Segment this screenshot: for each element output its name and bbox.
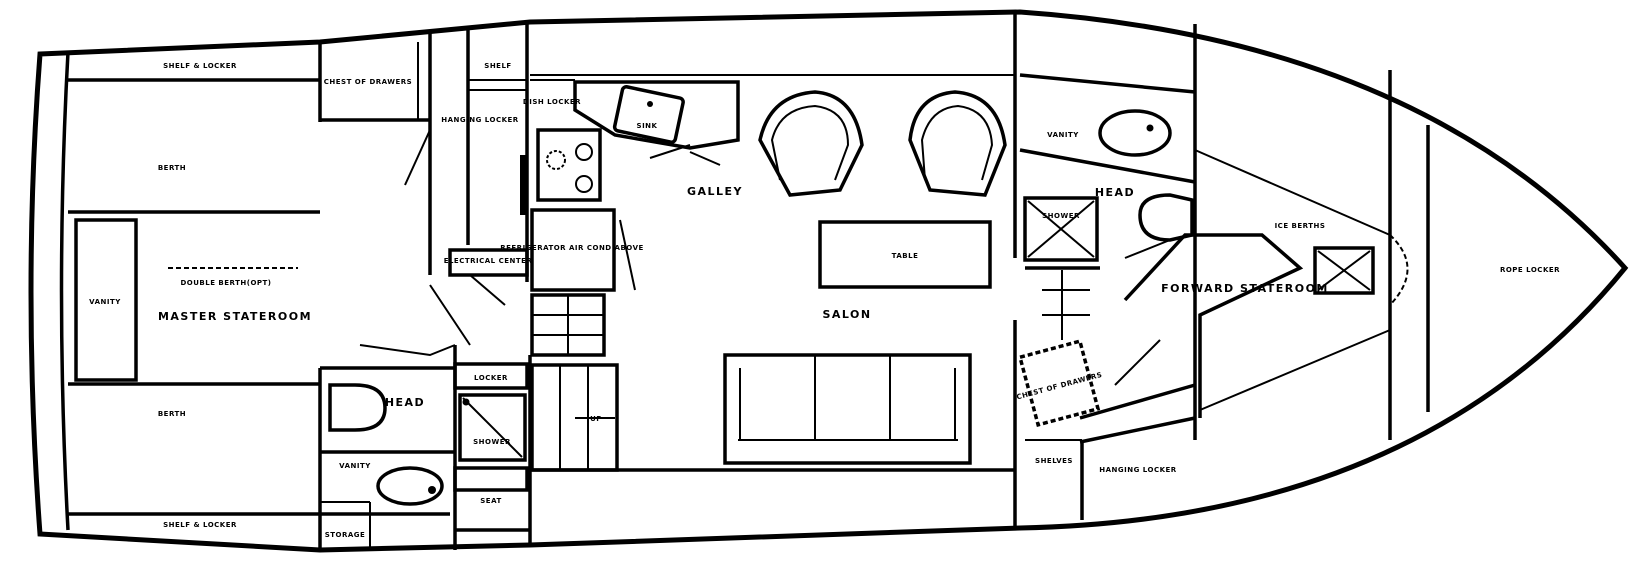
bow-hatch-diag-2 — [1317, 250, 1371, 291]
salon-table — [818, 220, 992, 289]
bow-hatch — [1313, 246, 1375, 295]
label-seat: SEAT — [480, 497, 501, 505]
label-shelf-locker-top-aft: SHELF & LOCKER — [163, 62, 237, 70]
head-door-aft — [359, 344, 456, 357]
locker-aft-head — [453, 362, 529, 390]
hull-outline — [28, 9, 1629, 553]
label-refrigerator: REFRIGERATOR AIR COND ABOVE — [500, 244, 644, 252]
label-rope-locker: ROPE LOCKER — [1500, 266, 1560, 274]
label-locker-aft-head: LOCKER — [474, 374, 508, 382]
door-swing-2 — [429, 284, 471, 346]
galley-sink-drain — [647, 101, 653, 107]
bow-dashed-line — [1389, 234, 1409, 306]
fwd-lower-diag-1 — [1079, 383, 1196, 420]
chair-left-inner — [770, 104, 850, 181]
fwd-door-lower — [1114, 339, 1161, 386]
vanity-aft — [74, 218, 138, 382]
stove — [536, 128, 602, 202]
fwd-toilet — [1138, 193, 1194, 242]
shower-aft — [458, 393, 527, 462]
galley-hatch-1 — [649, 144, 691, 159]
door-swing-1 — [404, 129, 431, 186]
label-table: TABLE — [892, 252, 919, 260]
label-electrical-center: ELECTRICAL CENTER — [444, 257, 533, 265]
label-head-aft: HEAD — [385, 396, 425, 409]
label-master-stateroom: MASTER STATEROOM — [158, 310, 312, 323]
burner-2 — [575, 143, 593, 161]
ice-berth-lower-diag — [1199, 329, 1391, 411]
label-vanity-fwd: VANITY — [1047, 131, 1079, 139]
stove-knobs — [520, 155, 528, 215]
fwd-lower-diag-2 — [1079, 416, 1196, 444]
toilet-aft — [328, 383, 387, 432]
transom-curve — [59, 51, 70, 531]
label-hanging-locker-fwd: HANGING LOCKER — [1099, 466, 1177, 474]
chair-right-inner — [920, 104, 994, 181]
galley-hatch-2 — [689, 151, 721, 166]
label-double-berth: DOUBLE BERTH(OPT) — [180, 279, 271, 287]
chair-left — [758, 90, 864, 197]
label-vanity-aft-head: VANITY — [339, 462, 371, 470]
fwd-head-top-diag — [1019, 73, 1196, 94]
chair-right — [908, 90, 1007, 197]
shower-aft-head — [462, 398, 470, 406]
label-storage: STORAGE — [325, 531, 366, 539]
settee — [723, 353, 972, 465]
electrical-center-box — [448, 248, 529, 277]
label-salon: SALON — [822, 308, 871, 321]
label-chest-of-drawers-aft: CHEST OF DRAWERS — [324, 78, 412, 86]
label-berth-upper-aft: BERTH — [158, 164, 186, 172]
label-shower-fwd: SHOWER — [1042, 212, 1080, 220]
label-up: UP — [590, 415, 602, 423]
label-shelf-aft-stair: SHELF — [484, 62, 511, 70]
seat-aft — [453, 466, 529, 492]
label-galley: GALLEY — [687, 185, 743, 198]
label-berth-lower-aft: BERTH — [158, 410, 186, 418]
fwd-sink — [1098, 109, 1172, 157]
fwd-sink-drain — [1146, 124, 1154, 132]
label-forward-stateroom: FORWARD STATEROOM — [1161, 282, 1329, 295]
burner-3 — [575, 175, 593, 193]
sink-aft-head — [376, 466, 444, 506]
fwd-stateroom-shape — [1123, 233, 1304, 418]
label-sink: SINK — [637, 122, 658, 130]
burner-1 — [546, 150, 566, 170]
sink-drain-aft — [428, 486, 436, 494]
label-head-fwd: HEAD — [1095, 186, 1135, 199]
ice-berth-upper-diag — [1194, 149, 1391, 236]
shower-aft-diag — [462, 397, 523, 458]
galley-counter — [573, 80, 740, 150]
label-ice-berths: ICE BERTHS — [1275, 222, 1326, 230]
door-swing-3 — [469, 274, 506, 306]
fwd-head-door — [1124, 239, 1171, 259]
label-dish-locker: DISH LOCKER — [523, 98, 581, 106]
label-shelves: SHELVES — [1035, 457, 1073, 465]
fwd-head-bottom-diag — [1019, 148, 1196, 184]
label-shelf-locker-bottom-aft: SHELF & LOCKER — [163, 521, 237, 529]
fwd-shower — [1023, 196, 1099, 262]
fwd-shower-diag-2 — [1027, 200, 1095, 258]
refrigerator-box — [530, 208, 616, 292]
label-hanging-locker-aft: HANGING LOCKER — [441, 116, 519, 124]
label-shower-aft: SHOWER — [473, 438, 511, 446]
galley-sink — [612, 85, 685, 144]
galley-door — [619, 219, 636, 291]
label-vanity-aft: VANITY — [89, 298, 121, 306]
